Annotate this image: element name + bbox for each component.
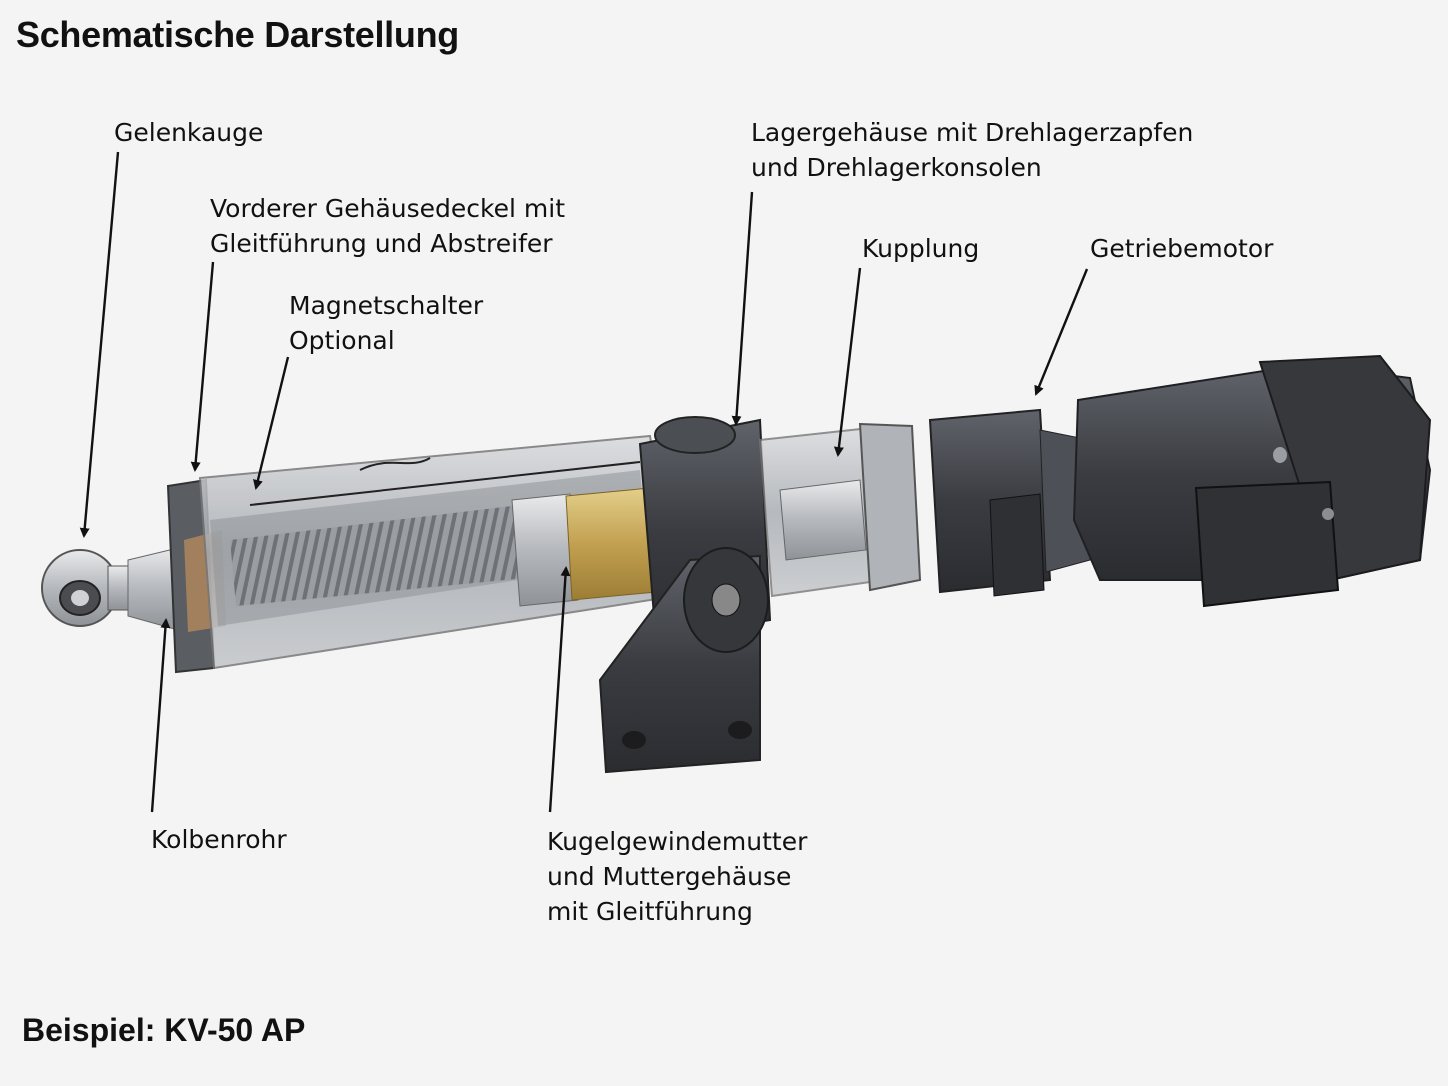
label-kupplung-text: Kupplung xyxy=(862,234,980,263)
arrow-gelenkauge xyxy=(79,151,120,538)
page-title: Schematische Darstellung xyxy=(16,14,459,55)
label-kolbenrohr: Kolbenrohr xyxy=(151,822,287,857)
label-magnet-line2: Optional xyxy=(289,326,395,355)
gearbox xyxy=(928,408,1091,597)
label-kupplung: Kupplung xyxy=(862,231,979,266)
arrow-lager xyxy=(731,191,754,426)
label-kugel-line3: mit Gleitführung xyxy=(547,897,753,926)
label-vorderer-gehaeusedeckel: Vorderer Gehäusedeckel mit Gleitführung … xyxy=(210,191,565,261)
label-magnet-line1: Magnetschalter xyxy=(289,291,484,320)
label-kolbenrohr-text: Kolbenrohr xyxy=(151,825,287,854)
label-lager-line1: Lagergehäuse mit Drehlagerzapfen xyxy=(751,118,1194,147)
label-getriebemotor-text: Getriebemotor xyxy=(1090,234,1274,263)
label-kugelgewindemutter: Kugelgewindemutter und Muttergehäuse mit… xyxy=(547,824,807,929)
rod-eye-icon xyxy=(41,547,179,631)
arrow-getriebemotor xyxy=(1034,268,1089,396)
leader-lines xyxy=(79,151,1089,813)
model-caption: Beispiel: KV-50 AP xyxy=(22,1012,306,1048)
arrow-kugel xyxy=(548,566,571,813)
label-getriebemotor: Getriebemotor xyxy=(1090,231,1273,266)
arrow-magnet xyxy=(253,356,290,490)
ball-nut xyxy=(511,487,657,607)
coupling-icon xyxy=(758,422,922,598)
bearing-bracket-icon xyxy=(598,416,772,774)
label-lager-line2: und Drehlagerkonsolen xyxy=(751,153,1042,182)
label-vorderer-line2: Gleitführung und Abstreifer xyxy=(210,229,553,258)
label-kugel-line1: Kugelgewindemutter xyxy=(547,827,808,856)
arrow-kupplung xyxy=(833,267,862,457)
gear-motor-icon xyxy=(1072,354,1432,608)
label-gelenkauge: Gelenkauge xyxy=(114,115,263,150)
label-gelenkauge-text: Gelenkauge xyxy=(114,118,264,147)
arrow-vorderer xyxy=(190,261,215,472)
label-kugel-line2: und Muttergehäuse xyxy=(547,862,792,891)
label-magnetschalter: Magnetschalter Optional xyxy=(289,288,483,358)
label-vorderer-line1: Vorderer Gehäusedeckel mit xyxy=(210,194,566,223)
arrow-kolbenrohr xyxy=(150,618,171,813)
label-lagergehaeuse: Lagergehäuse mit Drehlagerzapfen und Dre… xyxy=(751,115,1193,185)
ball-screw-icon xyxy=(230,505,526,606)
